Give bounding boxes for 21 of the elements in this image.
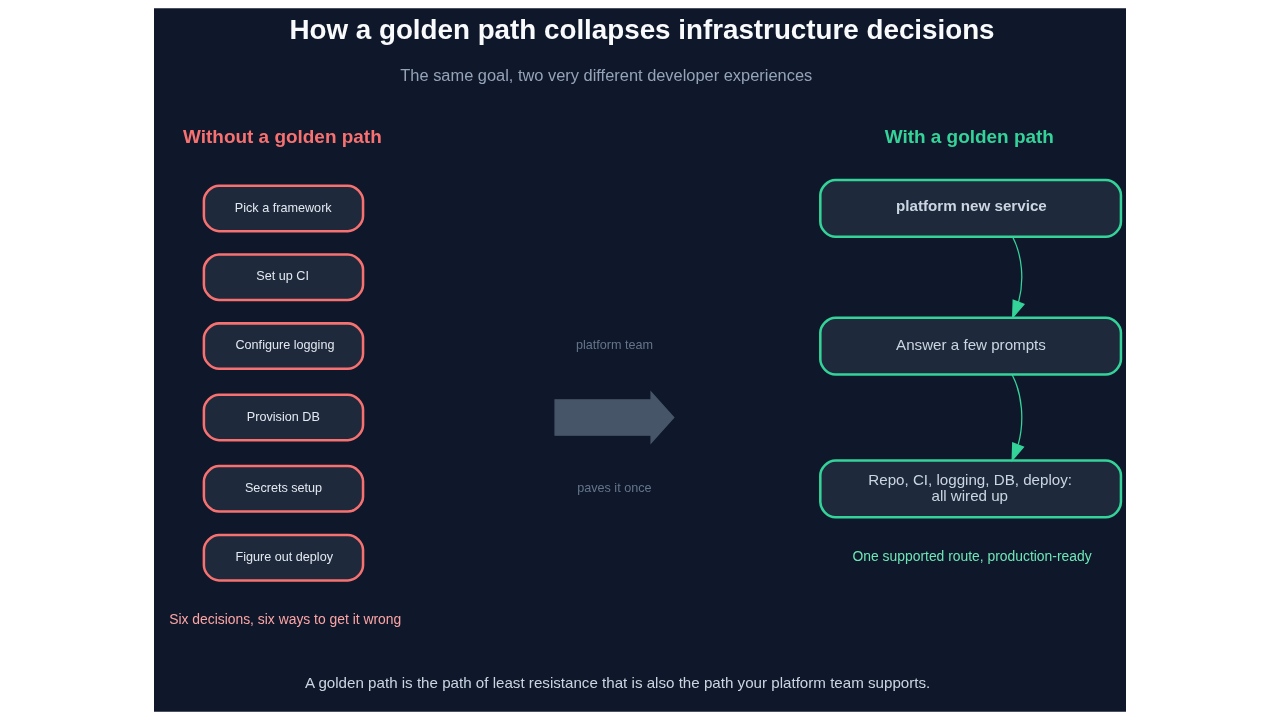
node-box: Figure out deploy [202, 533, 365, 582]
node-box: platform new service [819, 178, 1123, 239]
node-box: Secrets setup [202, 464, 365, 513]
diagram-title: How a golden path collapses infrastructure decisions [289, 14, 995, 46]
node-box: Repo, CI, logging, DB, deploy: all wired up [819, 459, 1123, 519]
label: Six decisions, six ways to get it wrong [169, 611, 402, 628]
node-box: Set up CI [202, 253, 365, 302]
label: A golden path is the path of least resistance that is also the path your platform team supports. [304, 673, 931, 691]
arrow [1012, 236, 1025, 320]
node-box: Configure logging [202, 322, 365, 371]
label: One supported route, production-ready [852, 548, 1092, 565]
node-box: Provision DB [202, 393, 365, 442]
node-label: paves it once [577, 481, 652, 495]
node-box: Pick a framework [202, 184, 365, 233]
node-arrow [554, 390, 675, 445]
arrow [1011, 374, 1025, 463]
label: With a golden path [884, 125, 1054, 147]
label: The same goal, two very different developer experiences [400, 65, 813, 84]
label: Without a golden path [183, 125, 382, 147]
node-label: platform team [575, 338, 654, 353]
node-box: Answer a few prompts [819, 316, 1123, 376]
